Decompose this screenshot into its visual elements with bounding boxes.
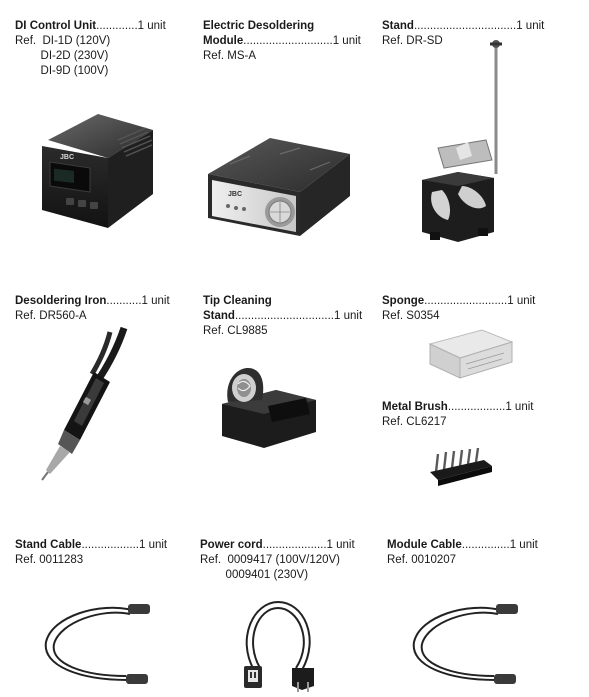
item-name: Module <box>203 35 244 47</box>
item-module-cable: Module Cable...............1 unit Ref. 0… <box>387 538 538 568</box>
item-sponge: Sponge..........................1 unit R… <box>382 294 535 324</box>
item-ref: Ref. DR560-A <box>15 310 87 322</box>
item-qty: 1 unit <box>507 295 536 307</box>
item-name: Stand Cable <box>15 539 82 551</box>
item-leader: .................... <box>262 539 327 551</box>
item-name: Desoldering Iron <box>15 295 107 307</box>
desoldering-module-photo: JBC <box>200 126 360 246</box>
item-ref: Ref. S0354 <box>382 310 440 322</box>
item-stand-cable: Stand Cable..................1 unit Ref.… <box>15 538 167 568</box>
item-name: DI Control Unit <box>15 20 97 32</box>
item-ref: Ref. DI-1D (120V) <box>15 35 111 47</box>
item-name: Sponge <box>382 295 425 307</box>
svg-text:JBC: JBC <box>228 191 242 198</box>
item-name: Electric Desoldering <box>203 20 315 32</box>
item-ref: 0009401 (230V) <box>200 569 309 581</box>
item-ref: Ref. 0010207 <box>387 554 457 566</box>
item-ref: DI-2D (230V) <box>15 50 109 62</box>
item-control-unit: DI Control Unit.............1 unit Ref. … <box>15 19 166 79</box>
item-ref: Ref. DR-SD <box>382 35 443 47</box>
item-leader: .......................... <box>424 295 508 307</box>
item-ref: Ref. CL9885 <box>203 325 268 337</box>
module-cable-photo <box>408 596 528 688</box>
item-name: Metal Brush <box>382 401 448 413</box>
svg-text:JBC: JBC <box>60 154 74 161</box>
item-qty: 1 unit <box>141 295 170 307</box>
metal-brush-photo <box>428 448 498 488</box>
stand-cable-photo <box>40 596 160 688</box>
power-cord-photo <box>234 598 324 694</box>
item-qty: 1 unit <box>505 401 534 413</box>
sponge-photo <box>426 326 516 382</box>
item-ref: DI-9D (100V) <box>15 65 109 77</box>
item-leader: ........... <box>106 295 142 307</box>
item-desoldering-iron: Desoldering Iron...........1 unit Ref. D… <box>15 294 170 324</box>
desoldering-iron-photo <box>36 322 136 482</box>
item-qty: 1 unit <box>509 539 538 551</box>
item-name: Stand <box>203 310 235 322</box>
item-desoldering-module: Electric Desoldering Module.............… <box>203 19 361 64</box>
item-qty: 1 unit <box>137 20 166 32</box>
item-tip-cleaning-stand: Tip Cleaning Stand......................… <box>203 294 362 339</box>
item-ref: Ref. MS-A <box>203 50 257 62</box>
jbc-logo: JBC <box>60 154 74 161</box>
item-power-cord: Power cord....................1 unit Ref… <box>200 538 355 583</box>
control-unit-photo: JBC <box>28 100 168 240</box>
item-leader: ............... <box>461 539 510 551</box>
item-leader: ............................... <box>234 310 335 322</box>
item-ref: Ref. CL6217 <box>382 416 447 428</box>
item-qty: 1 unit <box>334 310 363 322</box>
item-ref: Ref. 0009417 (100V/120V) <box>200 554 341 566</box>
item-name: Power cord <box>200 539 263 551</box>
item-stand: Stand................................1 u… <box>382 19 544 49</box>
item-qty: 1 unit <box>326 539 355 551</box>
tip-cleaning-stand-photo <box>218 360 322 450</box>
item-leader: .................. <box>81 539 139 551</box>
item-leader: .................. <box>447 401 506 413</box>
item-name: Module Cable <box>387 539 462 551</box>
item-leader: ................................ <box>413 20 517 32</box>
item-qty: 1 unit <box>138 539 168 551</box>
stand-photo <box>408 36 508 246</box>
item-leader: ............................ <box>243 35 333 47</box>
jbc-logo: JBC <box>228 191 242 198</box>
item-qty: 1 unit <box>516 20 545 32</box>
item-qty: 1 unit <box>332 35 361 47</box>
item-ref: Ref. 0011283 <box>15 554 84 566</box>
item-metal-brush: Metal Brush..................1 unit Ref.… <box>382 400 533 430</box>
item-leader: ............. <box>96 20 138 32</box>
item-name: Tip Cleaning <box>203 295 272 307</box>
item-name: Stand <box>382 20 414 32</box>
